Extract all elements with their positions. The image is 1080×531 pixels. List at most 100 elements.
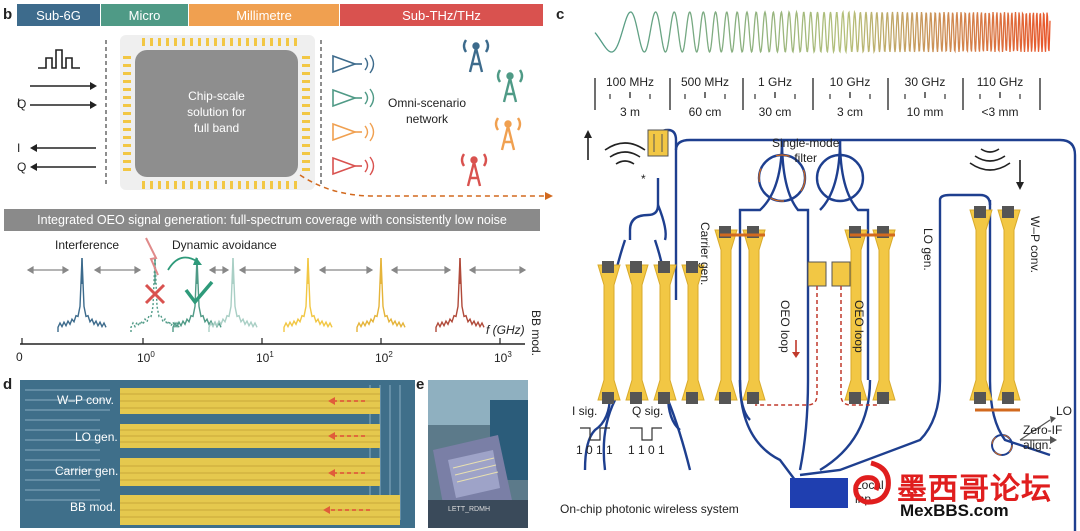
chip-pin (302, 104, 310, 107)
chip-pin (174, 181, 177, 189)
chip-photo-text: LETT_RDMH (448, 506, 491, 513)
chip-pin (302, 112, 310, 115)
ring-heater (991, 434, 1013, 456)
chip-pin (198, 38, 201, 46)
chip-pin (278, 38, 281, 46)
chip-pin (150, 181, 153, 189)
chip-pin (123, 72, 131, 75)
scale-wavelength: <3 mm (981, 105, 1019, 119)
chip-pin (166, 181, 169, 189)
chip-pin (302, 96, 310, 99)
chip-pin (174, 38, 177, 46)
chip-pin (123, 96, 131, 99)
spectral-peaks (57, 257, 485, 332)
electrode-strips (120, 388, 400, 525)
oeo-pad-right (831, 261, 851, 287)
chip-die (135, 50, 298, 177)
carrier-gen-label: Carrier gen. (698, 222, 712, 286)
band-label: Millimetre (236, 7, 292, 23)
arrowhead-icon (93, 265, 101, 275)
dragon-logo-icon (853, 460, 891, 505)
lo-label: LO (1056, 404, 1073, 418)
spectral-peak (208, 257, 258, 332)
electrode-pad (630, 392, 642, 404)
axis-tick-label: 102 (375, 350, 393, 365)
oeo-loop-left-label: OEO loop (778, 300, 792, 353)
arrowhead-icon (390, 265, 398, 275)
chip-pin (214, 181, 217, 189)
electrode-pad (974, 392, 986, 404)
electrode (997, 209, 1021, 401)
arrowhead-icon (792, 352, 800, 358)
arrowhead-icon (90, 82, 97, 90)
scale-frequency: 110 GHz (976, 75, 1024, 89)
chip-pin (302, 120, 310, 123)
network-caption: Omni-scenario network (388, 95, 466, 127)
scale-frequency: 1 GHz (757, 75, 792, 89)
chip-pin (302, 88, 310, 91)
transmitter-icons (332, 54, 375, 176)
chip-pin (238, 38, 241, 46)
scale-ticks (594, 78, 1041, 110)
chip-pin (302, 168, 310, 171)
lo-gen-label: LO gen. (921, 228, 935, 271)
chip-pin (198, 181, 201, 189)
arrowhead-icon (222, 265, 230, 275)
arrowhead-icon (62, 265, 70, 275)
electrode-pad (658, 261, 670, 273)
chip-pin (270, 38, 273, 46)
chip-pin (254, 38, 257, 46)
filter-label: Single-mode filter (772, 136, 839, 166)
electrode (625, 264, 649, 401)
wp-conv-label: W–P conv. (1028, 216, 1042, 273)
zero-if-label-line: align. (1023, 438, 1052, 452)
electrode-groups (597, 206, 1021, 412)
chip-pin (142, 181, 145, 189)
d-label-wp-conv: W–P conv. (57, 393, 114, 407)
axis-tick-exponent: 1 (269, 350, 274, 359)
arrowhead-icon (90, 101, 97, 109)
electrode-pad (630, 261, 642, 273)
arrowhead-icon (366, 265, 374, 275)
q-sig-label: Q sig. (632, 404, 664, 418)
direction-arrows (330, 400, 370, 511)
i-bits-label: 1 0 1 1 (576, 443, 613, 457)
cross-icon (144, 283, 166, 305)
antenna-pad (647, 129, 669, 157)
check-icon (184, 280, 214, 305)
chip-pin (302, 56, 310, 59)
chip-pin (230, 181, 233, 189)
scale-frequency: 100 MHz (605, 75, 655, 89)
arrowhead-icon (1050, 436, 1057, 444)
chip-pin (123, 168, 131, 171)
zero-if-label-line: Zero-IF (1023, 423, 1063, 437)
panel-letter-c: c (556, 6, 565, 23)
d-label-bb-mod: BB mod. (70, 500, 117, 514)
axis-label: f (GHz) (486, 323, 525, 337)
wireless-signal-icon (604, 142, 646, 165)
arrowhead-icon (584, 130, 592, 138)
arrowhead-icon (1016, 182, 1024, 190)
electrode-pad (686, 392, 698, 404)
chip-pin (294, 181, 297, 189)
chip-pin (302, 144, 310, 147)
chip-pin (123, 56, 131, 59)
chip-pin (182, 181, 185, 189)
chip-caption-line: Chip-scale (188, 89, 245, 103)
zero-if-label: Zero-IF align. (1023, 423, 1062, 453)
chip-pin (302, 160, 310, 163)
chip-pin (222, 38, 225, 46)
chip-pin (270, 181, 273, 189)
electrode-pad (602, 261, 614, 273)
electrode-pad (849, 392, 861, 404)
chip-surface (448, 450, 500, 498)
scale-wavelength: 3 cm (836, 105, 863, 119)
electrode (597, 264, 621, 401)
chip-pin (190, 181, 193, 189)
chip-pin (123, 104, 131, 107)
i-signal-pulse (580, 427, 610, 441)
pulse-icon (38, 49, 80, 69)
axis-tick-label: 103 (494, 350, 512, 365)
d-label-lo-gen: LO gen. (75, 430, 118, 444)
oeo-loop-right-label: OEO loop (852, 300, 866, 353)
